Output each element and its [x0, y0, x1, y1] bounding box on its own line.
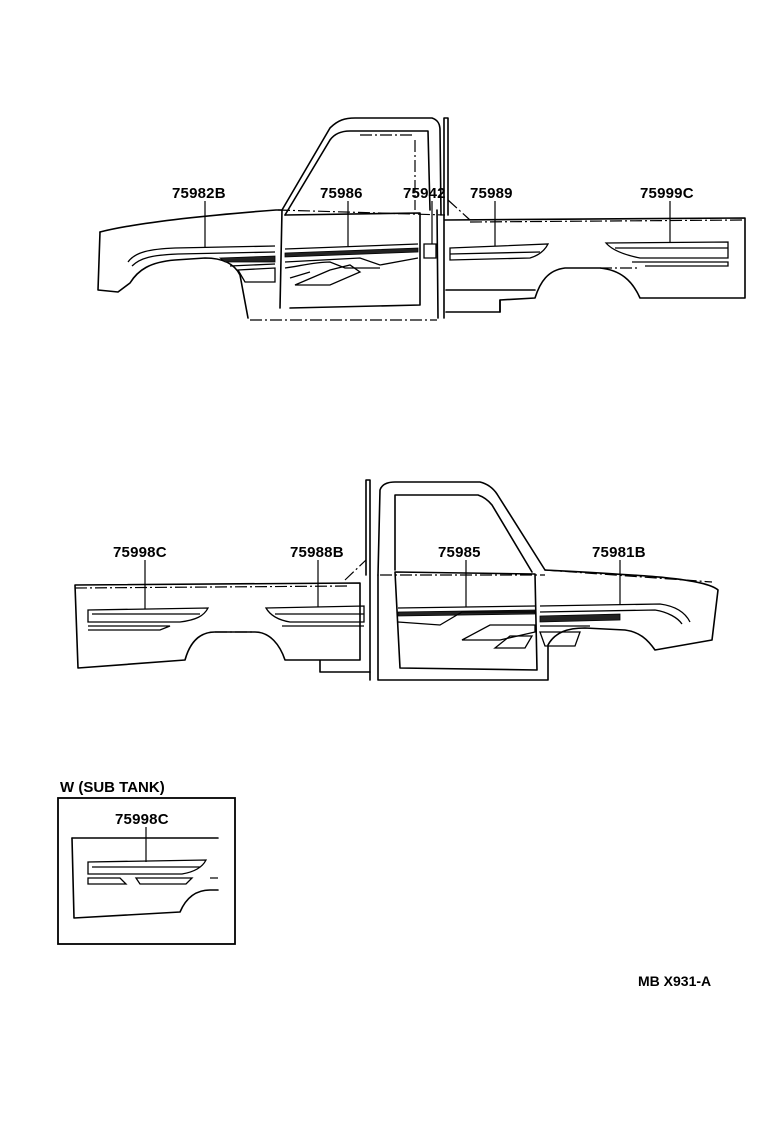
inset-frame: [57, 797, 236, 945]
callout-75985: 75985: [438, 544, 481, 561]
truck-right-side-view: [74, 479, 719, 681]
inset-sub-tank-view: [71, 837, 219, 919]
truck-left-side-view: [97, 117, 746, 321]
callout-75998C: 75998C: [113, 544, 167, 561]
callout-75988B: 75988B: [290, 544, 344, 561]
figure-code: MB X931-A: [638, 973, 711, 989]
inset-caption: W (SUB TANK): [60, 779, 165, 796]
callout-75981B: 75981B: [592, 544, 646, 561]
callout-75982B: 75982B: [172, 185, 226, 202]
callout-inset-75998C: 75998C: [115, 811, 169, 828]
callout-75989: 75989: [470, 185, 513, 202]
callout-75942: 75942: [403, 185, 446, 202]
callout-75999C: 75999C: [640, 185, 694, 202]
callout-75986: 75986: [320, 185, 363, 202]
